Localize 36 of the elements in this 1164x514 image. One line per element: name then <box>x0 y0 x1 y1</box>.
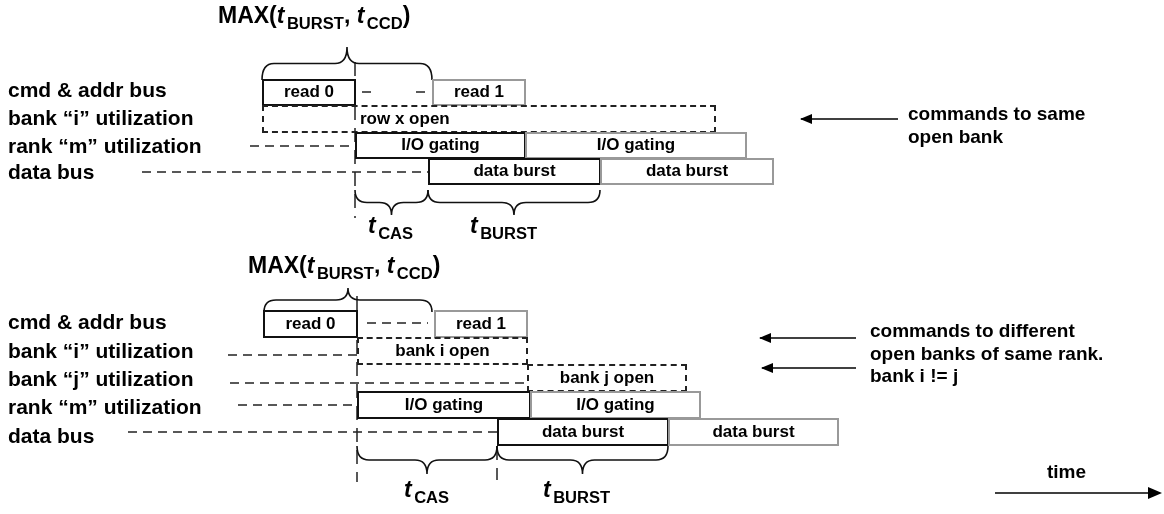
timing-box: bank i open <box>357 337 528 365</box>
timing-parameter: t$_{CAS}$ <box>404 476 450 508</box>
signal-name: bank “i” utilization <box>8 338 194 364</box>
signal-name: data bus <box>8 159 95 185</box>
timing-formula: MAX(t$_{BURST}$, t$_{CCD}$) <box>218 2 411 34</box>
arrow <box>800 114 899 124</box>
timing-box: read 0 <box>262 79 356 106</box>
signal-name: cmd & addr bus <box>8 309 167 335</box>
timing-parameter: t$_{BURST}$ <box>470 212 538 244</box>
timing-box: read 1 <box>432 79 526 106</box>
timing-box: read 1 <box>434 310 528 338</box>
timing-box: data burst <box>668 418 839 446</box>
timing-box: I/O gating <box>530 391 701 419</box>
signal-name: rank “m” utilization <box>8 394 202 420</box>
timing-parameter: t$_{BURST}$ <box>543 476 611 508</box>
signal-name: rank “m” utilization <box>8 133 202 159</box>
signal-name: cmd & addr bus <box>8 77 167 103</box>
signal-name: data bus <box>8 423 95 449</box>
annotation: commands to different open banks of same rank. bank i != j <box>856 311 1118 397</box>
timing-box: data burst <box>600 158 774 185</box>
arrow <box>761 363 857 373</box>
timing-box: data burst <box>497 418 669 446</box>
arrow <box>759 333 857 343</box>
axis-label: time <box>1047 461 1087 484</box>
timing-box: data burst <box>428 158 601 185</box>
timing-box: I/O gating <box>355 132 526 159</box>
timing-box: I/O gating <box>525 132 747 159</box>
signal-name: bank “i” utilization <box>8 105 194 131</box>
timing-box: I/O gating <box>357 391 531 419</box>
timing-box: row x open <box>262 105 716 133</box>
signal-name: bank “j” utilization <box>8 366 194 392</box>
timing-parameter: t$_{CAS}$ <box>368 212 414 244</box>
timing-box: read 0 <box>263 310 358 338</box>
timing-formula: MAX(t$_{BURST}$, t$_{CCD}$) <box>248 252 441 284</box>
annotation: commands to same open bank <box>898 98 1130 154</box>
timing-box: bank j open <box>527 364 687 392</box>
